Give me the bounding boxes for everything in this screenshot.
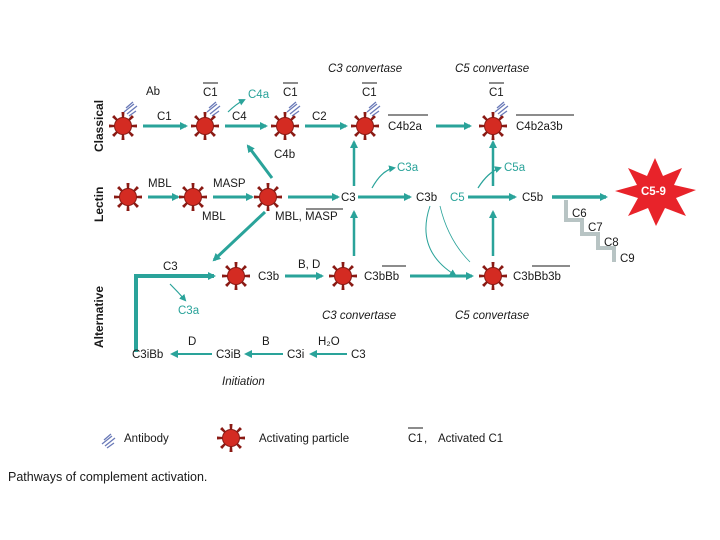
legend-c1-bar: C1 (408, 433, 423, 445)
side-label-classical: Classical (92, 100, 106, 152)
label-c5a: C5a (504, 162, 526, 174)
arrow-initiation-up (134, 272, 216, 352)
c3-convertase-bottom-label: C3 convertase (322, 310, 396, 322)
label-h2o: H₂O (318, 336, 340, 348)
label-c9: C9 (620, 253, 635, 265)
label-c3a-top: C3a (397, 162, 419, 174)
particle-lectin-2 (178, 182, 208, 212)
label-c3i: C3i (287, 349, 304, 361)
curve-c3b-feedback (439, 205, 471, 263)
label-c1-activated-a: C1 (203, 87, 218, 99)
label-c3bbb3b: C3bBb3b (513, 271, 561, 283)
particle-alternative-2 (328, 261, 358, 291)
label-c5-9: C5-9 (641, 186, 666, 198)
legend-antibody-icon (101, 433, 116, 449)
c5-9-burst-icon (615, 158, 696, 226)
antibody-icon (123, 101, 138, 117)
label-c6: C6 (572, 208, 587, 220)
legend-particle-icon (216, 423, 246, 453)
label-c3b-alt: C3b (258, 271, 279, 283)
side-label-alternative: Alternative (92, 286, 106, 348)
particle-classical-4 (350, 111, 380, 141)
arrow-c4b-to-lectin (246, 144, 274, 179)
label-c3bbb: C3bBb (364, 271, 399, 283)
label-c4a: C4a (248, 89, 270, 101)
particle-alternative-3 (478, 261, 508, 291)
label-c4b: C4b (274, 149, 295, 161)
label-b-d: B, D (298, 259, 320, 271)
label-c1-activated-c: C1 (362, 87, 377, 99)
particle-classical-1 (108, 111, 138, 141)
label-c3ib: C3iB (216, 349, 241, 361)
arrow-c5a-release (477, 166, 502, 189)
label-c4b2a: C4b2a (388, 121, 422, 133)
legend-c1-comma: , (424, 433, 427, 445)
antibody-icon (494, 101, 509, 117)
c5-convertase-top-label: C5 convertase (455, 63, 529, 75)
label-b-init: B (262, 336, 270, 348)
arrow-c4a-release (227, 99, 246, 113)
label-initiation: Initiation (222, 376, 265, 388)
label-d-init: D (188, 336, 196, 348)
antibody-icon (366, 101, 381, 117)
label-c1-activated-d: C1 (489, 87, 504, 99)
label-c5b: C5b (522, 192, 543, 204)
label-masp: MASP (213, 178, 246, 190)
label-c8: C8 (604, 237, 619, 249)
label-mbl-b: MBL (202, 211, 226, 223)
terminal-staircase (564, 200, 616, 262)
label-mbl-masp: MBL, MASP (275, 211, 338, 223)
particle-lectin-3 (253, 182, 283, 212)
label-c1-activated-b: C1 (283, 87, 298, 99)
label-c1: C1 (157, 111, 172, 123)
particle-classical-2 (190, 111, 220, 141)
arrow-c3a-alt-release (169, 283, 187, 302)
antibody-icon (286, 101, 301, 117)
particle-classical-3 (270, 111, 300, 141)
label-c3ibb: C3iBb (132, 349, 163, 361)
label-c2: C2 (312, 111, 327, 123)
label-c3b: C3b (416, 192, 437, 204)
label-c4: C4 (232, 111, 247, 123)
label-c7: C7 (588, 222, 603, 234)
legend-activated-c1-label: Activated C1 (438, 433, 503, 445)
label-c3-lectin: C3 (341, 192, 356, 204)
particle-lectin-1 (113, 182, 143, 212)
label-c3-alt: C3 (163, 261, 178, 273)
c3-convertase-top-label: C3 convertase (328, 63, 402, 75)
side-label-lectin: Lectin (92, 187, 106, 222)
label-c3a-alt: C3a (178, 305, 200, 317)
label-c3-init: C3 (351, 349, 366, 361)
antibody-icon (206, 101, 221, 117)
legend-antibody-label: Antibody (124, 433, 169, 445)
particle-classical-5 (478, 111, 508, 141)
arrow-lectin-to-alternative (212, 210, 267, 262)
label-ab: Ab (146, 86, 160, 98)
arrow-c3a-release (371, 165, 396, 189)
legend-particle-label: Activating particle (259, 433, 349, 445)
c5-convertase-bottom-label: C5 convertase (455, 310, 529, 322)
label-mbl-a: MBL (148, 178, 172, 190)
curve-c3b-to-alternative (425, 205, 457, 277)
particle-alternative-1 (221, 261, 251, 291)
figure-caption: Pathways of complement activation. (8, 470, 208, 484)
label-c4b2a3b: C4b2a3b (516, 121, 563, 133)
label-c5: C5 (450, 192, 465, 204)
